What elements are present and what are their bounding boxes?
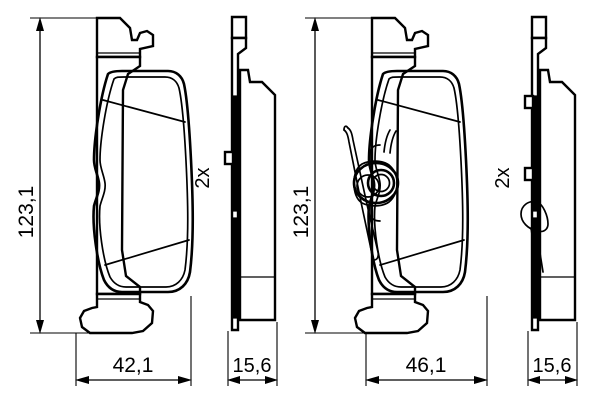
rivet-boss-left (223, 150, 235, 166)
quantity-label-side-right: 2x (492, 167, 514, 188)
dim-label-width-left: 42,1 (113, 354, 154, 377)
spring-arm-upper-left (347, 127, 367, 201)
view-pad-front-left (78, 16, 195, 335)
dim-label-width-right: 46,1 (406, 354, 447, 377)
spring-arm-lower-left (365, 199, 380, 261)
arrow-width-right-start (365, 376, 379, 384)
dim-label-thk-left: 15,6 (233, 355, 272, 377)
arrow-height-right-bottom (311, 320, 319, 334)
side-lug-right (530, 15, 548, 40)
side-lug-left (230, 15, 248, 40)
clip-hub-body (353, 160, 398, 207)
dim-label-height-left: 123,1 (15, 186, 38, 239)
clip-coil-circle (356, 174, 380, 198)
backing-plate-left (95, 16, 155, 59)
spring-loop-tail (535, 227, 544, 273)
dimension-width-right: 46,1 (365, 296, 488, 386)
spring-arm-upper-left-b (343, 129, 362, 203)
arrow-height-left-top (36, 17, 44, 31)
spring-loop-tail-b (530, 227, 539, 273)
chamfer-line-top-right (377, 99, 461, 123)
dimension-width-left: 42,1 (75, 296, 192, 386)
chamfer-line-bottom-left (104, 239, 190, 266)
arrow-width-left-start (75, 376, 89, 384)
dimension-thickness-right: 15,6 (527, 322, 578, 386)
rivet-boss-right-upper (523, 94, 535, 110)
clip-stub-top (370, 144, 381, 164)
arrow-width-left-end (178, 376, 192, 384)
retaining-tab-left (78, 292, 155, 335)
arrow-thk-right-end (565, 376, 578, 384)
dimension-height-left: 123,1 (15, 17, 100, 334)
view-pad-front-right (343, 16, 470, 335)
spring-stem-right (383, 129, 391, 153)
backing-plate-right (370, 16, 430, 59)
arrow-thk-left-end (265, 376, 278, 384)
view-pad-side-right (520, 15, 577, 332)
friction-material-inner-left (98, 76, 189, 288)
dimension-height-right: 123,1 (290, 17, 375, 334)
spring-arm-lower-left-b (360, 201, 375, 261)
chamfer-line-top-left (102, 99, 186, 123)
side-plate-shadow-right (532, 95, 539, 212)
wear-sensor-spring-clip (343, 125, 400, 261)
side-friction-block-right (538, 68, 577, 322)
quantity-label-side-left: 2x (192, 167, 214, 188)
clip-hub-inner-ring (366, 168, 396, 198)
clip-hub-bore (371, 173, 391, 193)
spring-arm-cap-left (343, 125, 349, 131)
arrow-height-right-top (311, 17, 319, 31)
arrow-thk-right-start (527, 376, 540, 384)
arrow-thk-left-start (227, 376, 240, 384)
retaining-tab-right (353, 292, 430, 335)
arrow-width-right-end (474, 376, 488, 384)
side-friction-block-left (238, 68, 277, 322)
view-pad-side-left (223, 15, 277, 332)
clip-stub-bottom (370, 203, 381, 222)
spring-stem-right-b (389, 130, 397, 154)
dim-label-height-right: 123,1 (290, 186, 313, 239)
rivet-boss-right-lower (523, 166, 535, 182)
dim-label-thk-right: 15,6 (533, 355, 572, 377)
arrow-height-left-bottom (36, 320, 44, 334)
dimension-thickness-left: 15,6 (227, 322, 278, 386)
side-plate-shadow2-left (232, 217, 239, 319)
friction-material-outer-left (92, 69, 195, 294)
chamfer-line-bottom-right (379, 239, 465, 266)
side-view-spring-loop (520, 200, 549, 273)
